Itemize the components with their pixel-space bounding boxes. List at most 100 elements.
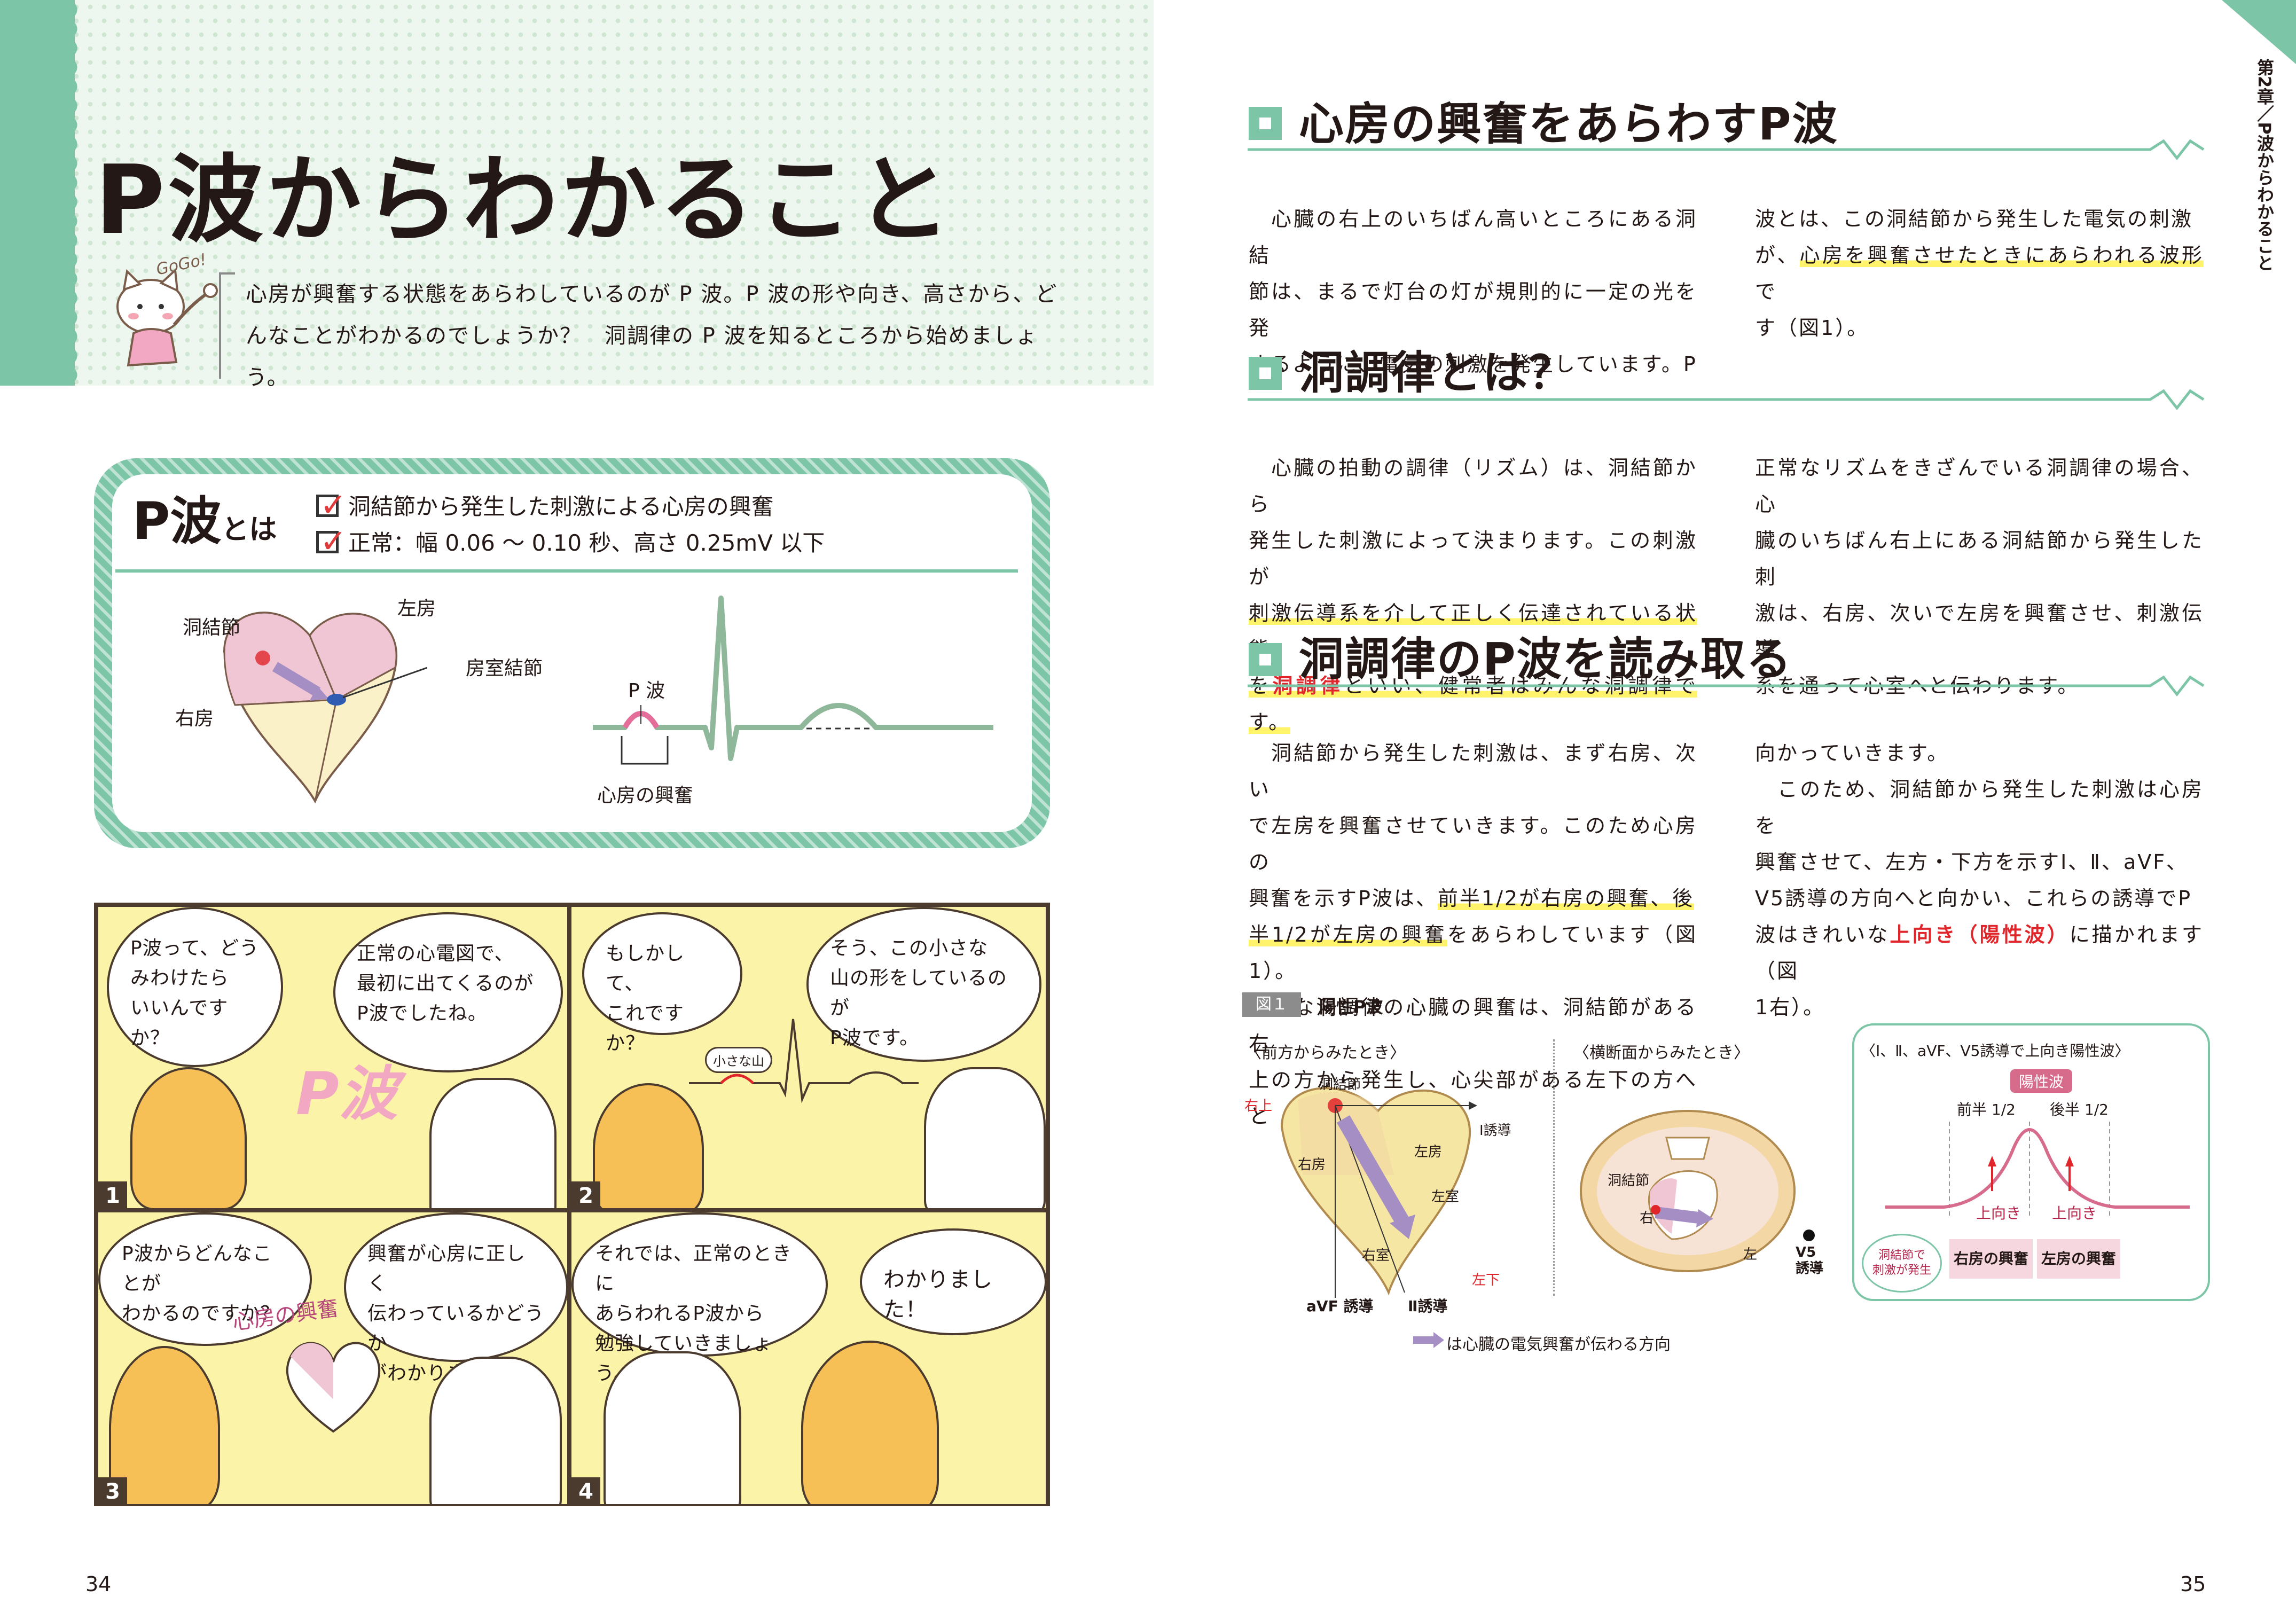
up-label-2: 上向き — [2052, 1204, 2097, 1222]
text-line: 興奮させて、左方・下方を示すⅠ、Ⅱ、aVF、 — [1755, 850, 2189, 874]
fig2-label-sinus-node: 洞結節 — [1608, 1173, 1650, 1189]
ecg-trace — [593, 596, 993, 765]
section-underline — [1248, 389, 2205, 411]
figure-divider — [1553, 1039, 1555, 1296]
speech-bubble: それでは、正常のときに あらわれるP波から 勉強していきましょう。 — [571, 1212, 828, 1384]
intro-text: 心房が興奮する状態をあらわしているのが P 波。P 波の形や向き、高さから、ど … — [246, 273, 1068, 398]
nurse-figure — [801, 1341, 939, 1504]
section-1-col-2: 波とは、この洞結節から発生した電気の刺激 が、心房を興奮させたときにあらわれる波… — [1755, 201, 2204, 346]
section-marker-icon — [1249, 357, 1282, 390]
text-line: V5誘導の方向へと向かい、これらの誘導でP — [1755, 887, 2192, 910]
positive-wave-badge: 陽性波 — [2010, 1069, 2073, 1093]
text-span: をあらわしています（図1）。 — [1249, 923, 1697, 983]
fig-label-right-atrium: 右房 — [1298, 1157, 1326, 1173]
speech-bubble: P波からどんなことが わかるのですか？ — [98, 1212, 312, 1346]
section-marker-icon — [1249, 643, 1282, 676]
heart-cross-section-diagram — [1580, 1110, 1796, 1272]
text-line: 正常な洞調律の心臓の興奮は、洞結節がある右 — [1249, 996, 1697, 1055]
doctor-figure — [429, 1357, 562, 1504]
intro-line-2: んなことがわかるのでしょうか？ 洞調律の P 波を知るところから始めましょう。 — [246, 324, 1038, 390]
purple-arrow-icon — [1413, 1332, 1444, 1348]
figure-legend: は心臓の電気興奮が伝わる方向 — [1446, 1335, 1671, 1354]
highlighted-text: 心房を興奮させたときにあらわれる波形 — [1799, 244, 2204, 267]
checkbox-icon — [316, 523, 347, 560]
text-line: 刺激伝導系を介して正しく伝達されている状態 — [1249, 595, 1697, 668]
summary-title-main: P波 — [132, 491, 222, 551]
heart-front-diagram — [1280, 1087, 1477, 1298]
text-line: 節は、まるで灯台の灯が規則的に一定の光を発 — [1249, 280, 1697, 340]
ra-excitation-box: 右房の興奮 — [1949, 1239, 2033, 1279]
section-marker-icon — [1249, 107, 1282, 140]
corner-tab — [2222, 0, 2296, 64]
fig-label-lead2: Ⅱ誘導 — [1408, 1297, 1448, 1315]
comic-sign-text: P波 — [296, 1060, 398, 1128]
speech-bubble: P波って、どう みわけたら いいんですか？ — [107, 907, 283, 1067]
fig-label-avf: aVF 誘導 — [1306, 1297, 1374, 1315]
comic-panel-2: もしかして、 これですか？ そう、この小さな 山の形をしているのが P波です。 … — [569, 905, 1048, 1210]
fig-label-lower-left: 左下 — [1472, 1272, 1500, 1288]
text-line: 洞結節から発生した刺激は、まず右房、次い — [1249, 741, 1697, 801]
highlighted-text: 前半1/2が右房の興奮、後 — [1437, 887, 1695, 910]
page-number-right: 35 — [2180, 1572, 2206, 1596]
intro-bracket — [219, 272, 235, 379]
comic-panel-1: P波って、どう みわけたら いいんですか？ 正常の心電図で、 最初に出てくるのが… — [96, 905, 569, 1210]
cat-mascot-icon — [116, 268, 218, 367]
doctor-figure — [604, 1351, 741, 1504]
label-left-atrium: 左房 — [397, 598, 436, 620]
v5-electrode-icon — [1803, 1230, 1815, 1241]
label-av-node: 房室結節 — [466, 657, 543, 679]
doctor-figure — [924, 1067, 1046, 1208]
fig-label-upper-right: 右上 — [1244, 1098, 1273, 1114]
text-line: するように、電気の刺激を発生しています。P — [1249, 353, 1697, 376]
nurse-figure — [130, 1067, 247, 1208]
figure-panel-2-heading: 〈横断面からみたとき〉 — [1573, 1044, 1750, 1062]
text-line: 半1/2が左房の興奮をあらわしています（図1）。 — [1249, 917, 1697, 989]
label-sinus-node: 洞結節 — [183, 617, 241, 639]
heart-sketch — [286, 1342, 381, 1433]
text-line: 波とは、この洞結節から発生した電気の刺激 — [1755, 207, 2193, 231]
origin-bubble: 洞結節で 刺激が発生 — [1862, 1234, 1942, 1293]
side-chapter-tab: 第2章／P波からわかること — [2254, 59, 2275, 271]
summary-check-1: 洞結節から発生した刺激による心房の興奮 — [348, 494, 774, 520]
header-band — [0, 0, 1154, 386]
figure-title: 陽性P波 — [1319, 997, 1383, 1017]
section-underline — [1248, 139, 2205, 161]
text-line: 激は、右房、次いで左房を興奮させ、刺激伝導 — [1755, 601, 2204, 661]
small-mountain-label: 小さな山 — [705, 1047, 772, 1073]
text-line: 発生した刺激によって決まります。この刺激が — [1249, 529, 1697, 589]
text-line: 向かっていきます。 — [1755, 741, 1949, 765]
panel-number: 2 — [571, 1181, 600, 1208]
fig2-label-right: 右 — [1640, 1210, 1654, 1226]
intro-line-1: 心房が興奮する状態をあらわしているのが P 波。P 波の形や向き、高さから、ど — [246, 282, 1058, 307]
heart-diagram — [223, 612, 427, 804]
panel-number: 1 — [98, 1181, 127, 1208]
text-span: で — [1755, 280, 1777, 303]
text-line: 正常なリズムをきざんでいる洞調律の場合、心 — [1755, 456, 2204, 516]
panel-number: 4 — [571, 1477, 600, 1504]
nurse-figure — [109, 1346, 220, 1504]
summary-check-2: 正常：幅 0.06 ～ 0.10 秒、高さ 0.25mV 以下 — [348, 530, 825, 556]
label-right-atrium: 右房 — [175, 708, 214, 730]
section-3-col-2: 向かっていきます。 このため、洞結節から発生した刺激は心房を 興奮させて、左方・… — [1755, 735, 2204, 1025]
speech-bubble: もしかして、 これですか？ — [582, 912, 742, 1054]
text-line: 心臓の右上のいちばん高いところにある洞結 — [1249, 207, 1697, 267]
section-1-col-1: 心臓の右上のいちばん高いところにある洞結 節は、まるで灯台の灯が規則的に一定の光… — [1249, 201, 1697, 382]
text-line: 心臓の拍動の調律（リズム）は、洞結節から — [1249, 456, 1697, 516]
summary-divider — [115, 569, 1018, 573]
fig-label-right-ventricle: 右室 — [1362, 1248, 1390, 1264]
up-label-1: 上向き — [1976, 1204, 2021, 1222]
text-span: 興奮を示すP波は、 — [1249, 887, 1438, 910]
label-p-wave: P 波 — [628, 680, 665, 702]
text-line: 1右）。 — [1755, 996, 1825, 1019]
figure-label: 図１ — [1242, 992, 1301, 1017]
text-span: 波はきれいな — [1755, 923, 1890, 946]
summary-title-small: とは — [221, 514, 277, 546]
text-line: 興奮を示すP波は、前半1/2が右房の興奮、後 — [1249, 880, 1697, 917]
fig-label-lead1: Ⅰ誘導 — [1479, 1123, 1511, 1139]
header-strip-scallop — [68, 0, 90, 386]
text-line: このため、洞結節から発生した刺激は心房を — [1755, 778, 2204, 837]
section-3-col-1: 洞結節から発生した刺激は、まず右房、次い で左房を興奮させていきます。このため心… — [1249, 735, 1697, 1134]
text-line: が、心房を興奮させたときにあらわれる波形で — [1755, 237, 2204, 310]
checkbox-icon — [316, 487, 347, 524]
page-number-left: 34 — [85, 1572, 112, 1596]
